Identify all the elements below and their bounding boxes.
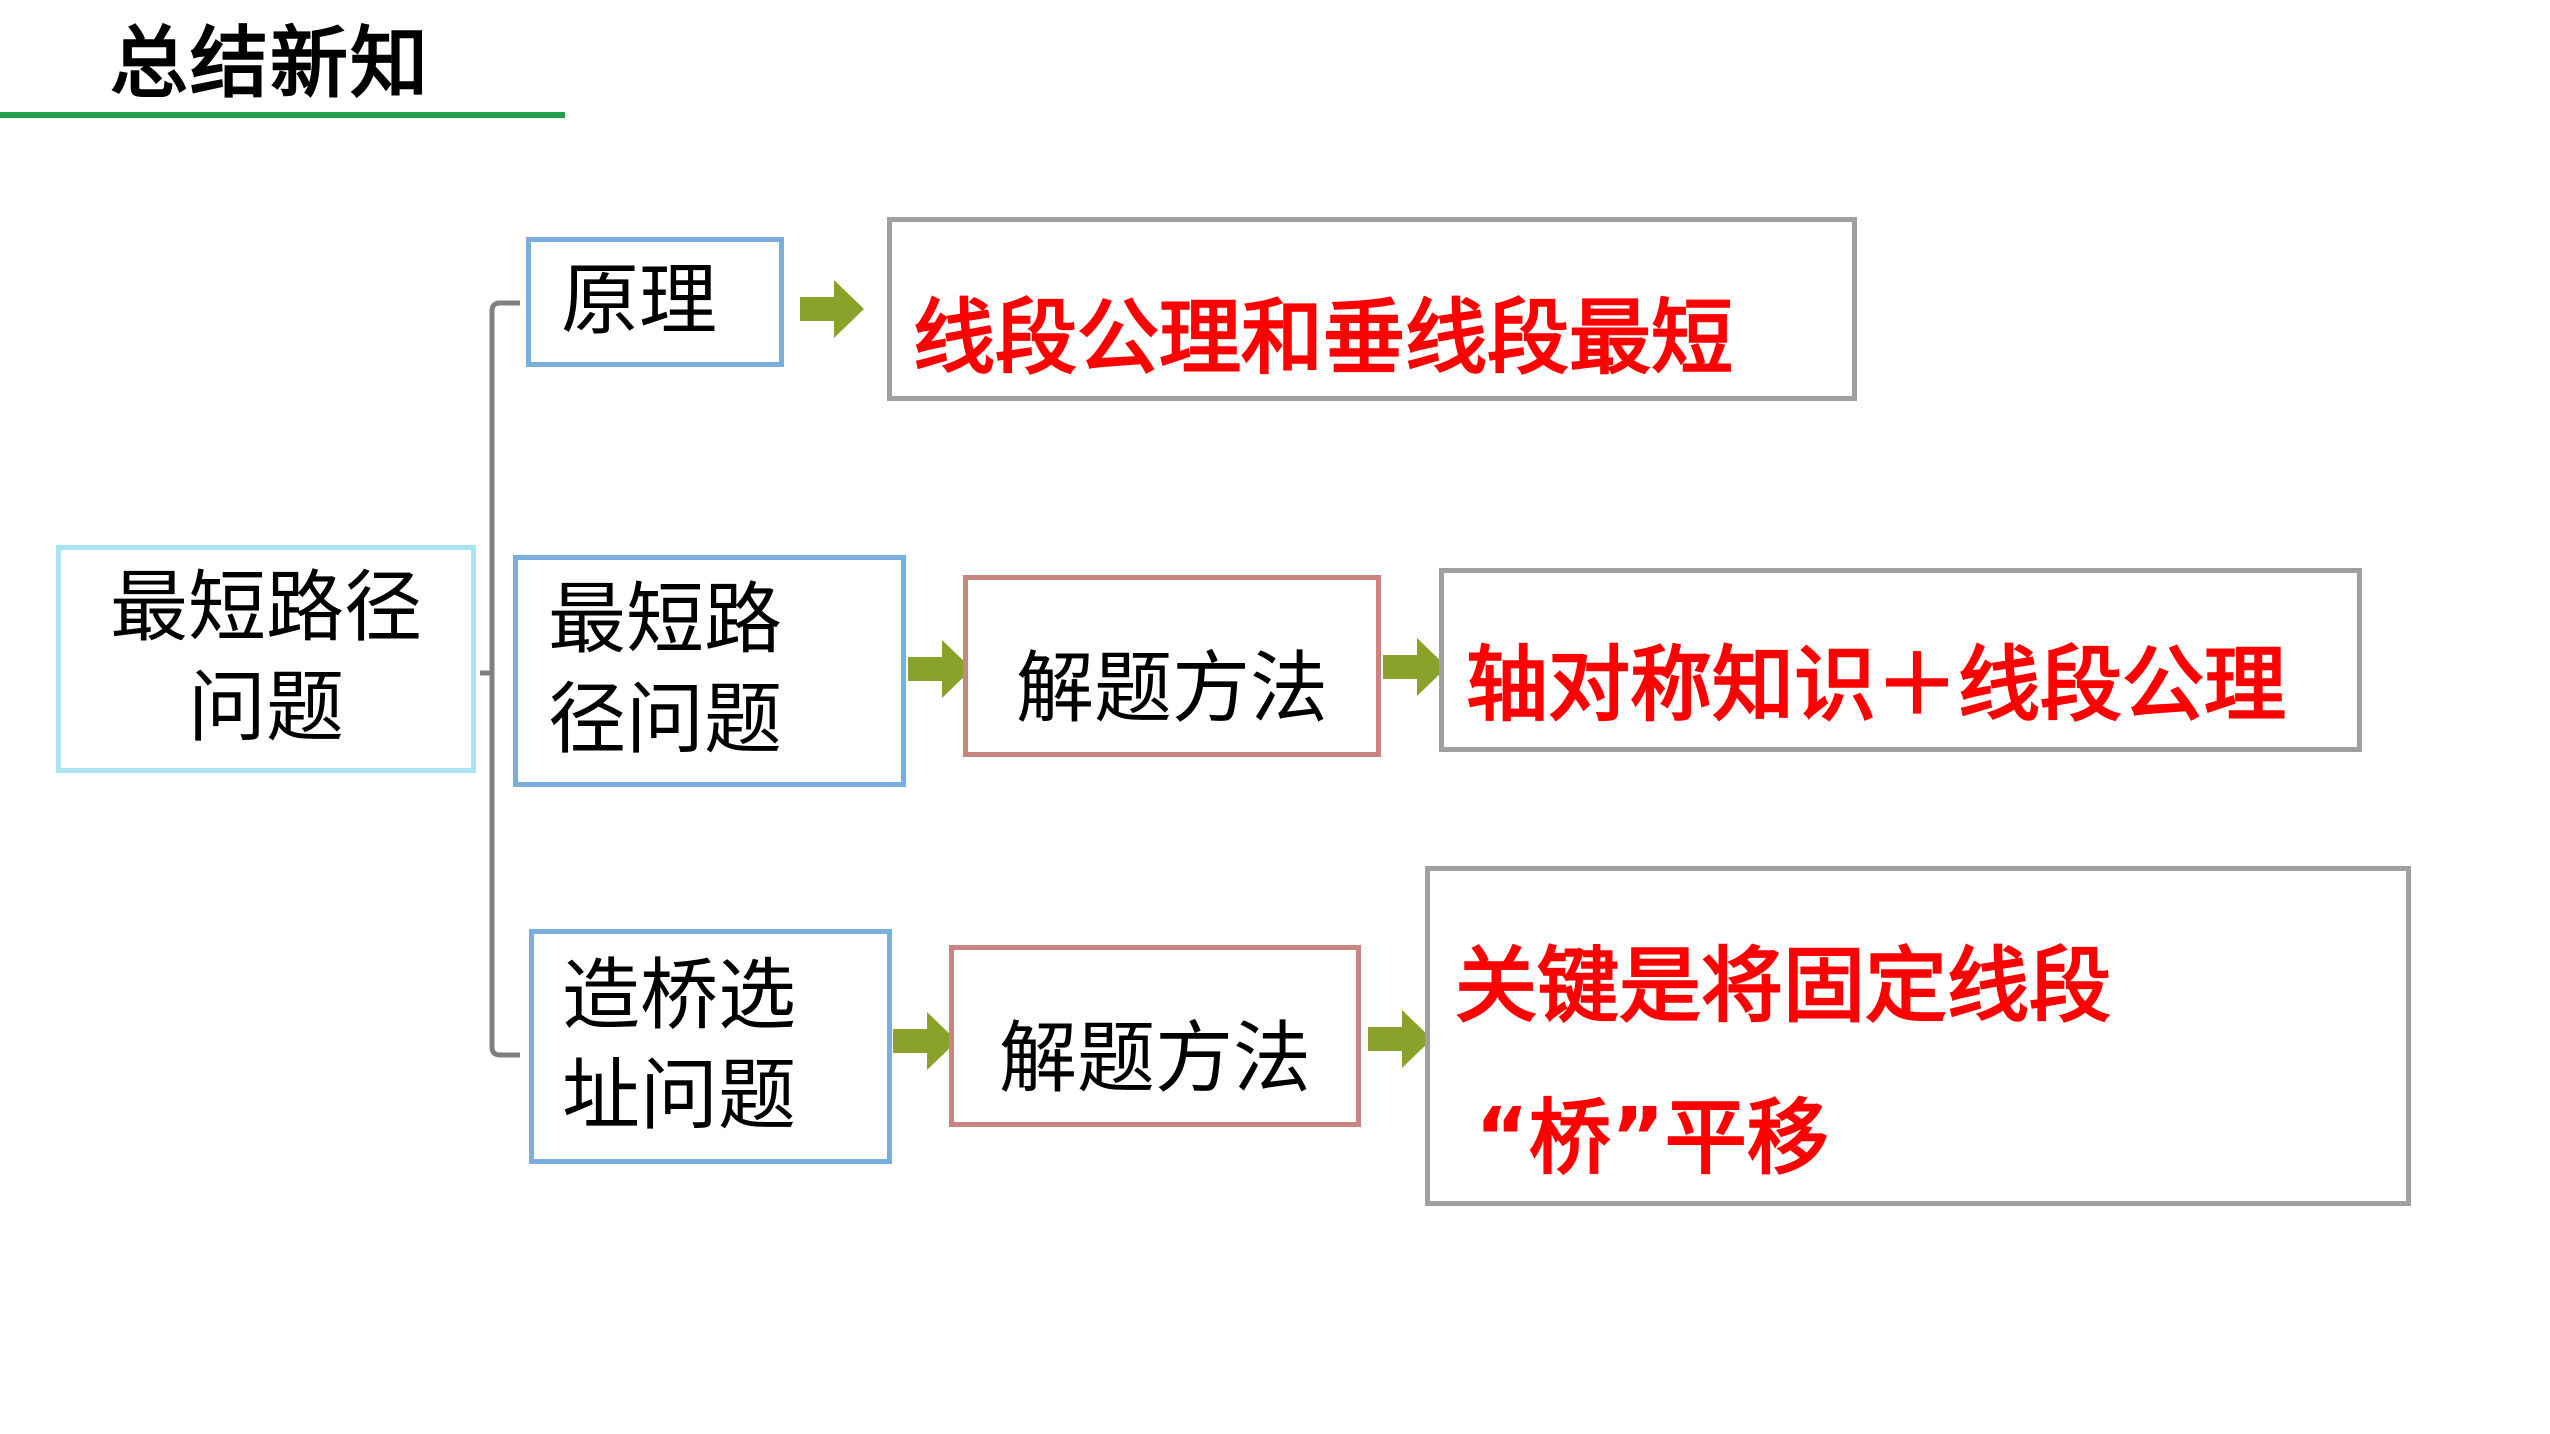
- bridge-label-line2: 址问题: [562, 1050, 797, 1141]
- root-node-box: 最短路径 问题: [56, 545, 476, 773]
- arrow-right-icon: [1383, 638, 1447, 696]
- shortest-path-method-label: 解题方法: [1015, 644, 1328, 735]
- arrow-right-icon: [893, 1012, 957, 1070]
- shortest-path-method-box: 解题方法: [963, 575, 1381, 757]
- principle-label: 原理: [561, 256, 718, 347]
- bridge-method-box: 解题方法: [949, 945, 1361, 1127]
- root-node-line1: 最短路径: [109, 563, 422, 654]
- shortest-path-result-box: [1439, 568, 2362, 752]
- arrow-right-icon: [908, 640, 972, 698]
- shortest-path-result-text: 轴对称知识＋线段公理: [1466, 638, 2287, 733]
- arrow-right-icon: [800, 280, 864, 338]
- principle-box: 原理: [526, 237, 784, 367]
- root-node-line2: 问题: [187, 663, 344, 753]
- bridge-result-line2: “桥”平移: [1475, 1091, 1829, 1186]
- bridge-label-line1: 造桥选: [562, 950, 797, 1041]
- bridge-result-box: [1425, 866, 2411, 1206]
- shortest-path-label-line2: 径问题: [548, 675, 783, 765]
- bridge-box: 造桥选 址问题: [529, 929, 892, 1164]
- shortest-path-label-line1: 最短路: [548, 575, 783, 666]
- shortest-path-box: 最短路 径问题: [513, 555, 906, 787]
- bridge-result-line1: 关键是将固定线段: [1455, 939, 2112, 1034]
- title-underline: [0, 112, 565, 118]
- bridge-method-label: 解题方法: [998, 1014, 1311, 1105]
- branch-bracket: [480, 300, 520, 1058]
- slide-title: 总结新知: [110, 19, 431, 109]
- principle-result-box: [887, 217, 1857, 401]
- principle-result-text: 线段公理和垂线段最短: [913, 291, 1734, 386]
- arrow-right-icon: [1368, 1010, 1432, 1068]
